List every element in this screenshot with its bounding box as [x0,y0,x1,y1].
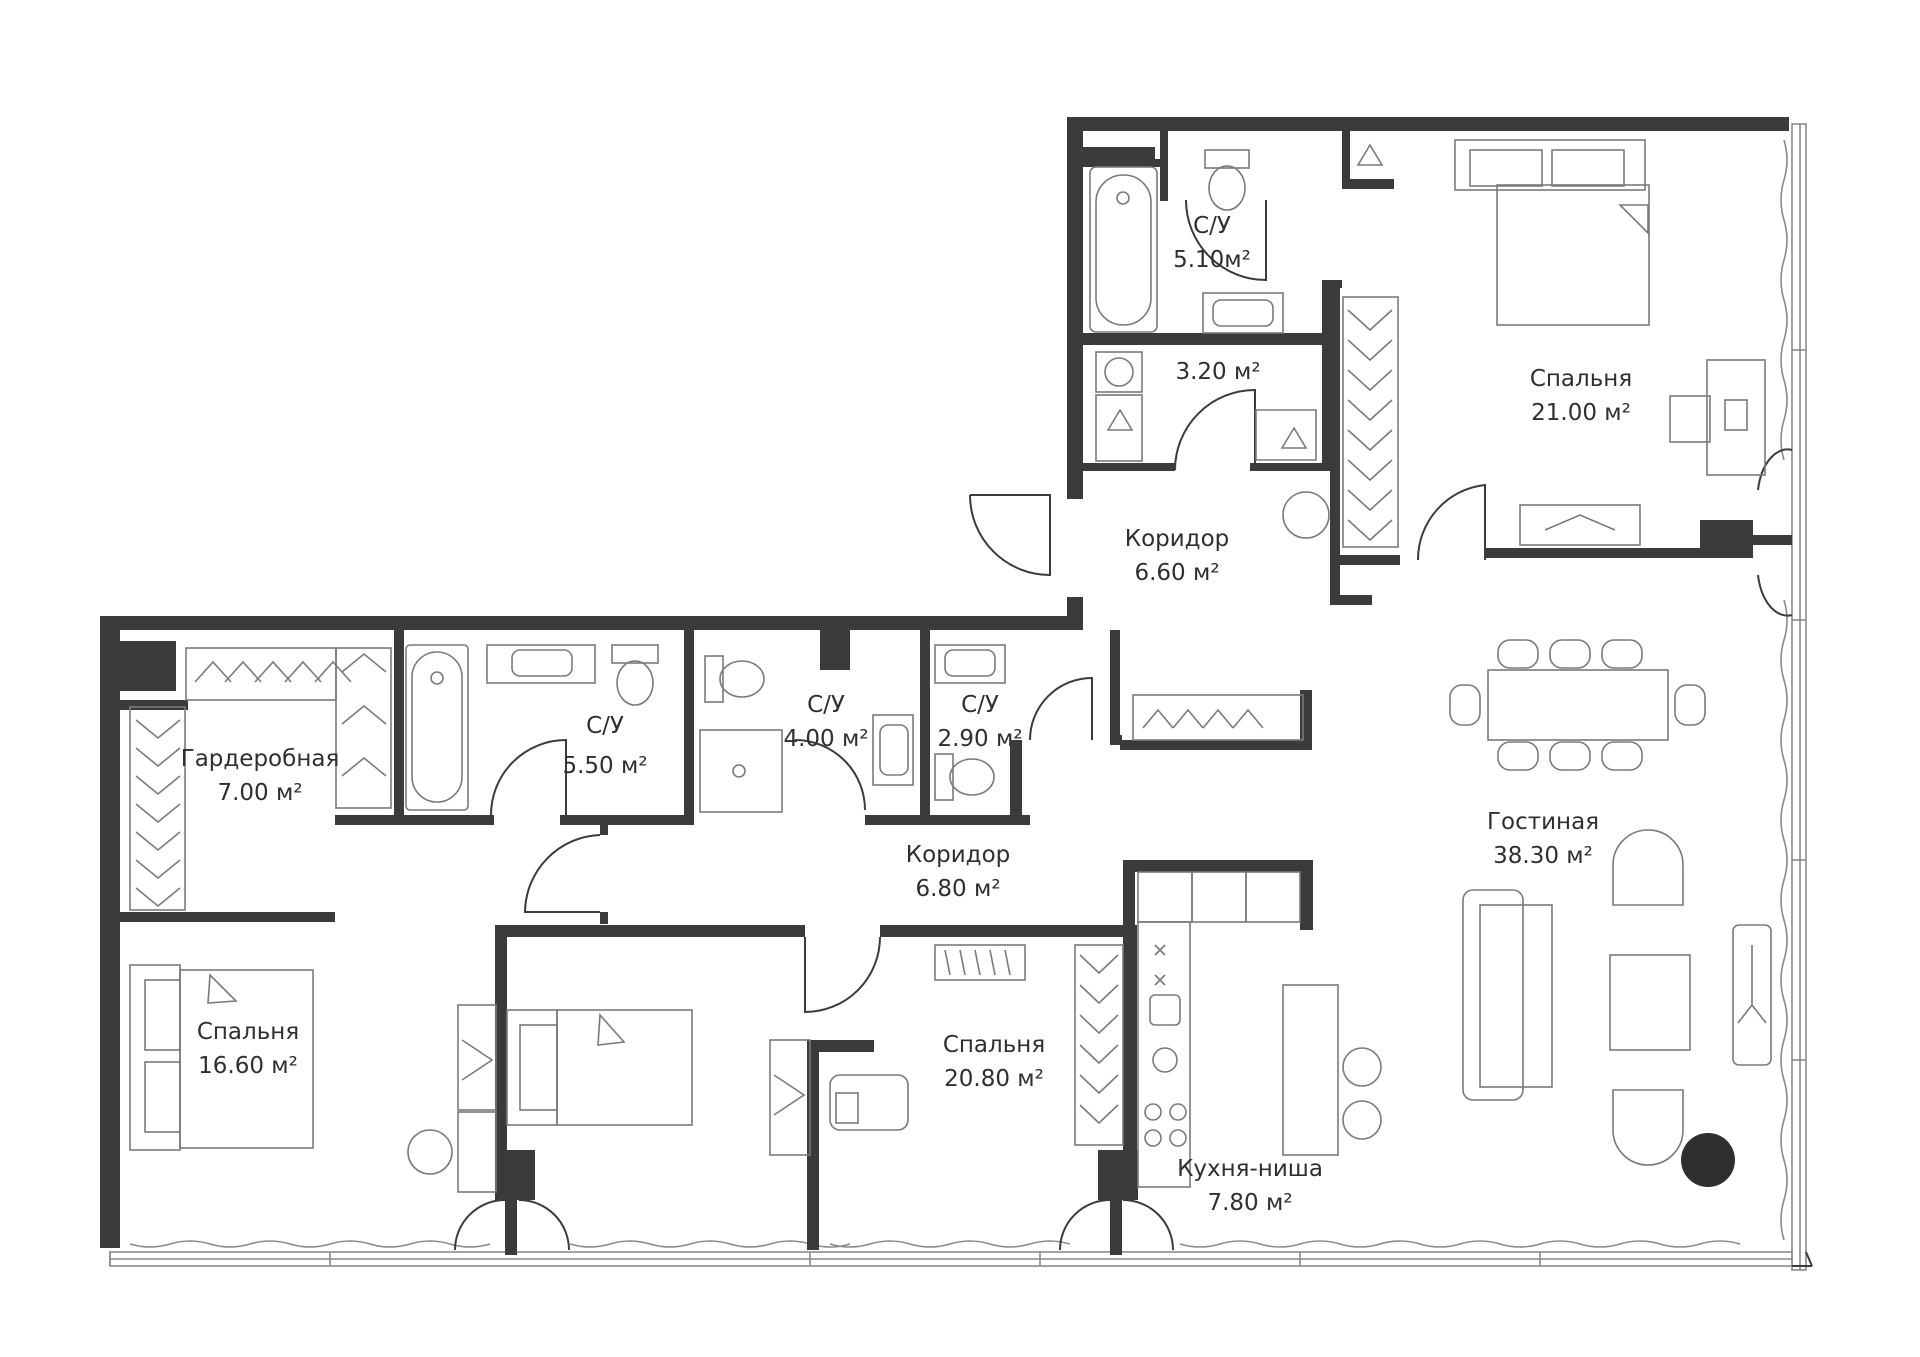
chair-icon [1282,491,1330,539]
room-bedroom-master-area: 21.00 м² [1531,400,1631,426]
sink-icon [1202,292,1284,334]
dining-table-icon [1449,639,1706,771]
bathtub-icon [405,644,469,811]
room-bath-top-name: С/У [1193,213,1231,239]
tv-icon [1732,924,1772,1066]
room-kitchen-name: Кухня-ниша [1177,1156,1323,1182]
room-corridor-top-area: 6.60 м² [1134,560,1219,586]
sink-icon [486,644,596,684]
desk-icon [457,1004,497,1193]
room-utility-area: 3.20 м² [1175,359,1260,385]
desk-icon [1669,359,1766,476]
double-bed-icon [129,964,314,1151]
room-bath-a-area: 5.50 м² [562,753,647,779]
desk-icon [769,1039,909,1156]
wardrobe-icon [1342,296,1399,548]
wardrobe-icon [934,944,1124,1146]
wardrobe-icon [1132,694,1304,741]
room-corridor-top-name: Коридор [1125,526,1230,552]
sink-icon [872,714,914,786]
room-kitchen-area: 7.80 м² [1207,1190,1292,1216]
column-icon [1681,1133,1735,1187]
room-bedroom-mid-area: 20.80 м² [944,1066,1044,1092]
room-living-area: 38.30 м² [1493,843,1593,869]
room-bedroom-left-name: Спальня [197,1019,299,1045]
room-corridor-main-area: 6.80 м² [915,876,1000,902]
bathtub-icon [1089,166,1158,333]
sink-icon [934,644,1006,684]
door-swing-icon [454,199,1793,1251]
toilet-icon [934,753,995,801]
hanger-icon [1106,143,1384,461]
washing-machine-icon [1095,351,1143,462]
room-living-name: Гостиная [1487,809,1599,835]
wardrobe-icon [129,647,392,911]
shower-icon [699,729,783,813]
toilet-icon [1204,149,1250,211]
window-icon [109,123,1813,1271]
room-bath-c-area: 2.90 м² [937,726,1022,752]
room-corridor-main-name: Коридор [906,842,1011,868]
stove-icon [1137,871,1301,1188]
room-wardrobe-name: Гардеробная [181,746,340,772]
room-wardrobe-area: 7.00 м² [217,780,302,806]
room-bedroom-mid-name: Спальня [943,1032,1045,1058]
armchair-icon [1612,829,1684,1166]
room-bedroom-master-name: Спальня [1530,366,1632,392]
double-bed-icon [506,1009,693,1126]
room-bath-b-name: С/У [807,692,845,718]
room-labels: С/У 5.10м² 3.20 м² Спальня 21.00 м² Кори… [181,213,1632,1216]
chair-icon [407,1129,453,1175]
room-bath-top-area: 5.10м² [1173,247,1251,273]
room-bath-a-name: С/У [586,713,624,739]
toilet-icon [704,655,765,703]
walls [100,117,1792,1255]
tv-icon [1519,504,1641,546]
room-bedroom-left-area: 16.60 м² [198,1053,298,1079]
toilet-icon [611,644,659,706]
room-bath-c-name: С/У [961,692,999,718]
double-bed-icon [1454,139,1650,326]
room-bath-b-area: 4.00 м² [783,726,868,752]
kitchen-island-icon [1282,984,1382,1156]
coffee-table-icon [1609,954,1691,1051]
curtain-icon [129,139,1788,1248]
sofa-icon [1462,889,1553,1101]
